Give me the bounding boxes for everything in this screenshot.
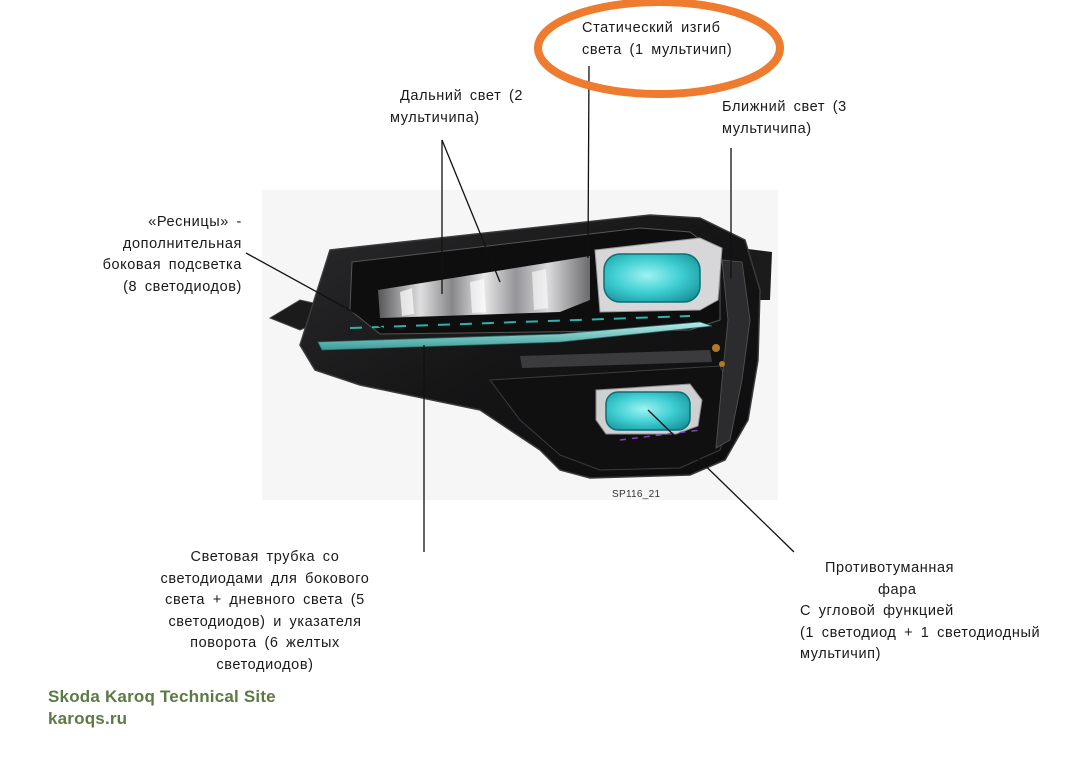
- low-beam-line-1: Ближний свет (3: [722, 99, 847, 115]
- site-name: Skoda Karoq Technical Site: [48, 687, 276, 706]
- eyelashes-line-3: боковая подсветка: [102, 257, 242, 273]
- fog-lamp-line-1: Противотуманная: [825, 560, 955, 576]
- connector-dot: [712, 344, 720, 352]
- static-bend-pointer: [587, 65, 590, 259]
- eyelashes-line-4: (8 светодиодов): [123, 278, 242, 295]
- site-url: karoqs.ru: [48, 709, 128, 728]
- eyelashes-line-2: дополнительная: [122, 235, 242, 252]
- pointer-lines: [245, 65, 795, 553]
- fog-accent: [619, 429, 701, 441]
- light-tube-line-4: светодиодов) и указателя: [168, 613, 362, 630]
- highlight-ellipse: [534, 0, 784, 98]
- high-beam-line-1: Дальний свет (2: [400, 88, 524, 104]
- fog-lamp-pointer: [647, 409, 795, 553]
- light-tube-label: Световая трубка со светодиодами для боко…: [140, 547, 390, 676]
- fog-lamp-line-2: фара: [878, 581, 917, 598]
- side-edge: [715, 259, 751, 449]
- fog-lamp-label: Противотуманная фара С угловой функцией …: [800, 558, 1040, 666]
- static-bend-label: Статический изгиб света (1 мультичип): [582, 18, 732, 61]
- light-tube-line-1: Световая трубка со: [190, 549, 340, 565]
- high-beam-pointer-right: [441, 139, 501, 283]
- eyelashes-pointer: [245, 252, 387, 331]
- fog-lamp-line-3: С угловой функцией: [800, 603, 954, 619]
- trim-strip: [520, 350, 712, 368]
- eyelashes-line-1: «Ресницы» -: [148, 214, 242, 230]
- static-bend-line-2: света (1 мультичип): [582, 41, 733, 58]
- high-beam-line-2: мультичипа): [390, 109, 480, 126]
- light-tube: [317, 321, 713, 351]
- low-beam-lens: [603, 253, 701, 303]
- static-bend-line-1: Статический изгиб: [582, 20, 721, 36]
- high-beam-label: Дальний свет (2 мультичипа): [390, 86, 523, 129]
- light-tube-line-6: светодиодов): [216, 656, 314, 673]
- low-beam-label: Ближний свет (3 мультичипа): [722, 97, 847, 140]
- light-tube-line-5: поворота (6 желтых: [190, 635, 340, 651]
- fog-lens: [605, 391, 691, 431]
- fog-lamp-line-5: мультичип): [800, 646, 882, 662]
- eyelashes-label: «Ресницы» - дополнительная боковая подсв…: [103, 212, 242, 298]
- light-tube-line-2: светодиодами для бокового: [160, 570, 370, 587]
- fog-lamp-line-4: (1 светодиод + 1 светодиодный: [800, 624, 1041, 641]
- site-watermark: Skoda Karoq Technical Site karoqs.ru: [48, 686, 276, 730]
- light-tube-line-3: света + дневного света (5: [165, 592, 365, 608]
- figure-code: SP116_21: [612, 489, 661, 500]
- low-beam-line-2: мультичипа): [722, 120, 812, 137]
